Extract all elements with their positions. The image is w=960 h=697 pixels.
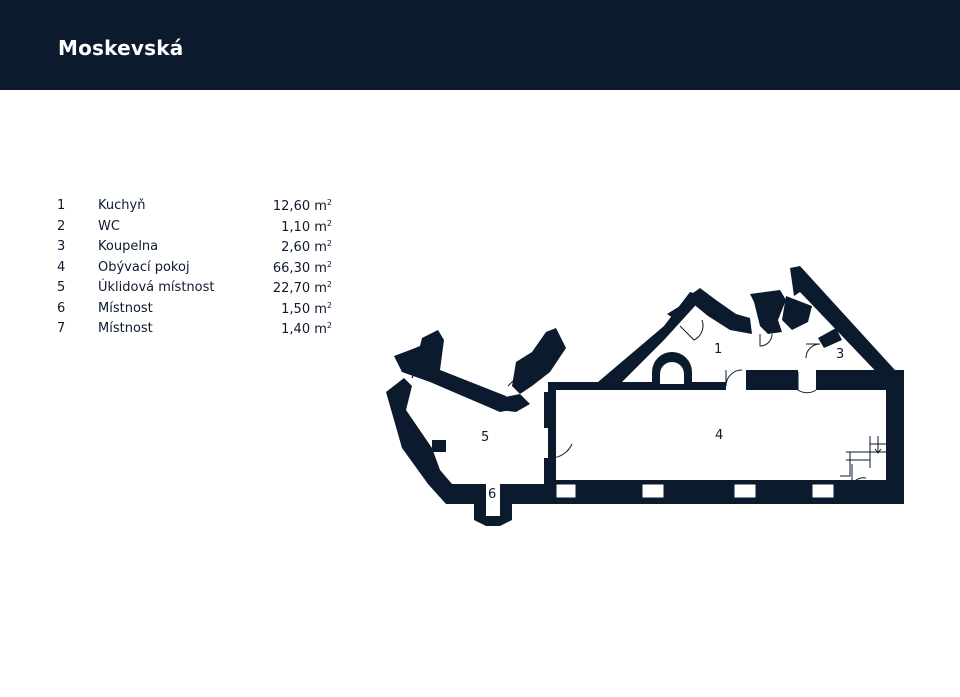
room-area: 22,70 m2 — [273, 280, 332, 296]
room-area-value: 1,50 m — [281, 301, 327, 317]
stove-arch — [652, 352, 692, 384]
wall-room5-top-diagonal — [512, 328, 566, 394]
room-number: 7 — [57, 321, 66, 336]
door-swing — [759, 333, 773, 347]
room-area-value: 2,60 m — [281, 240, 327, 255]
arch-niche-inner — [660, 362, 684, 384]
room-area: 66,30 m2 — [273, 260, 332, 276]
room-row: 3 Koupelna 2,60 m2 — [56, 239, 332, 260]
door-swing — [725, 369, 743, 387]
area-unit-sup: 2 — [326, 218, 332, 228]
door-swing — [551, 428, 573, 459]
page-title: Moskevská — [58, 36, 184, 60]
page-header: Moskevská — [0, 0, 960, 90]
wall-room4-right — [886, 380, 904, 504]
wall-room5-right-lower — [544, 458, 550, 484]
door-swing — [805, 343, 821, 359]
room-area: 2,60 m2 — [281, 239, 332, 255]
room-row: 7 Místnost 1,40 m2 — [56, 321, 332, 342]
wall-top-right-diagonal — [790, 266, 904, 382]
room-area-value: 1,10 m — [281, 219, 327, 235]
doors — [507, 319, 867, 486]
wall-room5-right — [544, 392, 550, 428]
windows — [555, 483, 835, 499]
room-name: Obývací pokoj — [98, 259, 190, 275]
wall-room7-tower — [394, 330, 510, 412]
room-label-1: 1 — [714, 342, 722, 357]
window — [811, 483, 835, 499]
wall-corner-joint — [500, 394, 530, 412]
wall-room4-bottom — [548, 480, 904, 504]
room-name: WC — [98, 218, 120, 234]
door-swing — [679, 319, 704, 341]
wall-wc — [750, 290, 786, 334]
window — [555, 483, 577, 499]
door-swing — [507, 363, 541, 387]
room-number: 5 — [57, 280, 66, 295]
wall-chimney — [432, 440, 446, 452]
room-area: 12,60 m2 — [273, 198, 332, 214]
room-area: 1,10 m2 — [281, 219, 332, 235]
wall-kitchen-curve — [686, 288, 752, 334]
room-area-value: 22,70 m — [272, 281, 327, 296]
wall-bath — [782, 296, 812, 330]
room-row: 4 Obývací pokoj 66,30 m2 — [56, 260, 332, 281]
door-swing — [851, 464, 867, 486]
room-label-3: 3 — [836, 347, 844, 362]
stairs — [840, 436, 886, 477]
room-name: Úklidová místnost — [98, 280, 215, 295]
room-area-value: 66,30 m — [272, 260, 327, 276]
floor-plan: 1 2 3 4 5 6 7 — [386, 266, 904, 526]
area-unit-sup: 2 — [326, 259, 332, 269]
room-name: Kuchyň — [98, 198, 146, 213]
wall-bath-inner — [818, 328, 842, 348]
wall-room4-top-left — [548, 382, 726, 390]
room-label-7: 7 — [409, 367, 417, 382]
room-number: 2 — [57, 218, 66, 234]
area-unit-sup: 2 — [326, 321, 332, 330]
room-row: 2 WC 1,10 m2 — [56, 219, 332, 240]
room-label-4: 4 — [715, 428, 723, 443]
room-number: 6 — [57, 300, 66, 316]
wall-room5-bottom — [474, 484, 548, 504]
room-label-5: 5 — [481, 430, 489, 445]
room-area-value: 12,60 m — [272, 199, 327, 214]
entrance-arrow-icon — [667, 306, 680, 320]
room-number: 4 — [57, 259, 66, 275]
window — [733, 483, 757, 499]
room-labels: 1 2 3 4 5 6 7 — [409, 309, 844, 502]
area-unit-sup: 2 — [326, 198, 332, 207]
room-name: Místnost — [98, 300, 153, 316]
room-row: 1 Kuchyň 12,60 m2 — [56, 198, 332, 219]
room-number: 1 — [57, 198, 66, 213]
room-name: Koupelna — [98, 239, 159, 254]
stair-lines — [840, 436, 886, 477]
door-swing — [797, 372, 817, 394]
room-label-2: 2 — [761, 309, 769, 324]
wall-room4-top-mid — [746, 370, 798, 390]
room-area: 1,40 m2 — [281, 321, 332, 337]
room-area-value: 1,40 m — [281, 322, 327, 337]
room-row: 5 Úklidová místnost 22,70 m2 — [56, 280, 332, 301]
room-number: 3 — [57, 239, 66, 254]
room-list: 1 Kuchyň 12,60 m2 2 WC 1,10 m2 3 Koupeln… — [56, 198, 332, 342]
room-label-6: 6 — [488, 487, 496, 502]
area-unit-sup: 2 — [326, 300, 332, 310]
room-name: Místnost — [98, 321, 153, 336]
room-row: 6 Místnost 1,50 m2 — [56, 301, 332, 322]
wall-room6 — [474, 484, 512, 526]
wall-room5-left — [386, 378, 474, 504]
wall-fills — [386, 266, 904, 526]
area-unit-sup: 2 — [326, 280, 332, 289]
room-area: 1,50 m2 — [281, 301, 332, 317]
window — [641, 483, 665, 499]
area-unit-sup: 2 — [326, 239, 332, 248]
stair-arrow — [874, 440, 882, 454]
